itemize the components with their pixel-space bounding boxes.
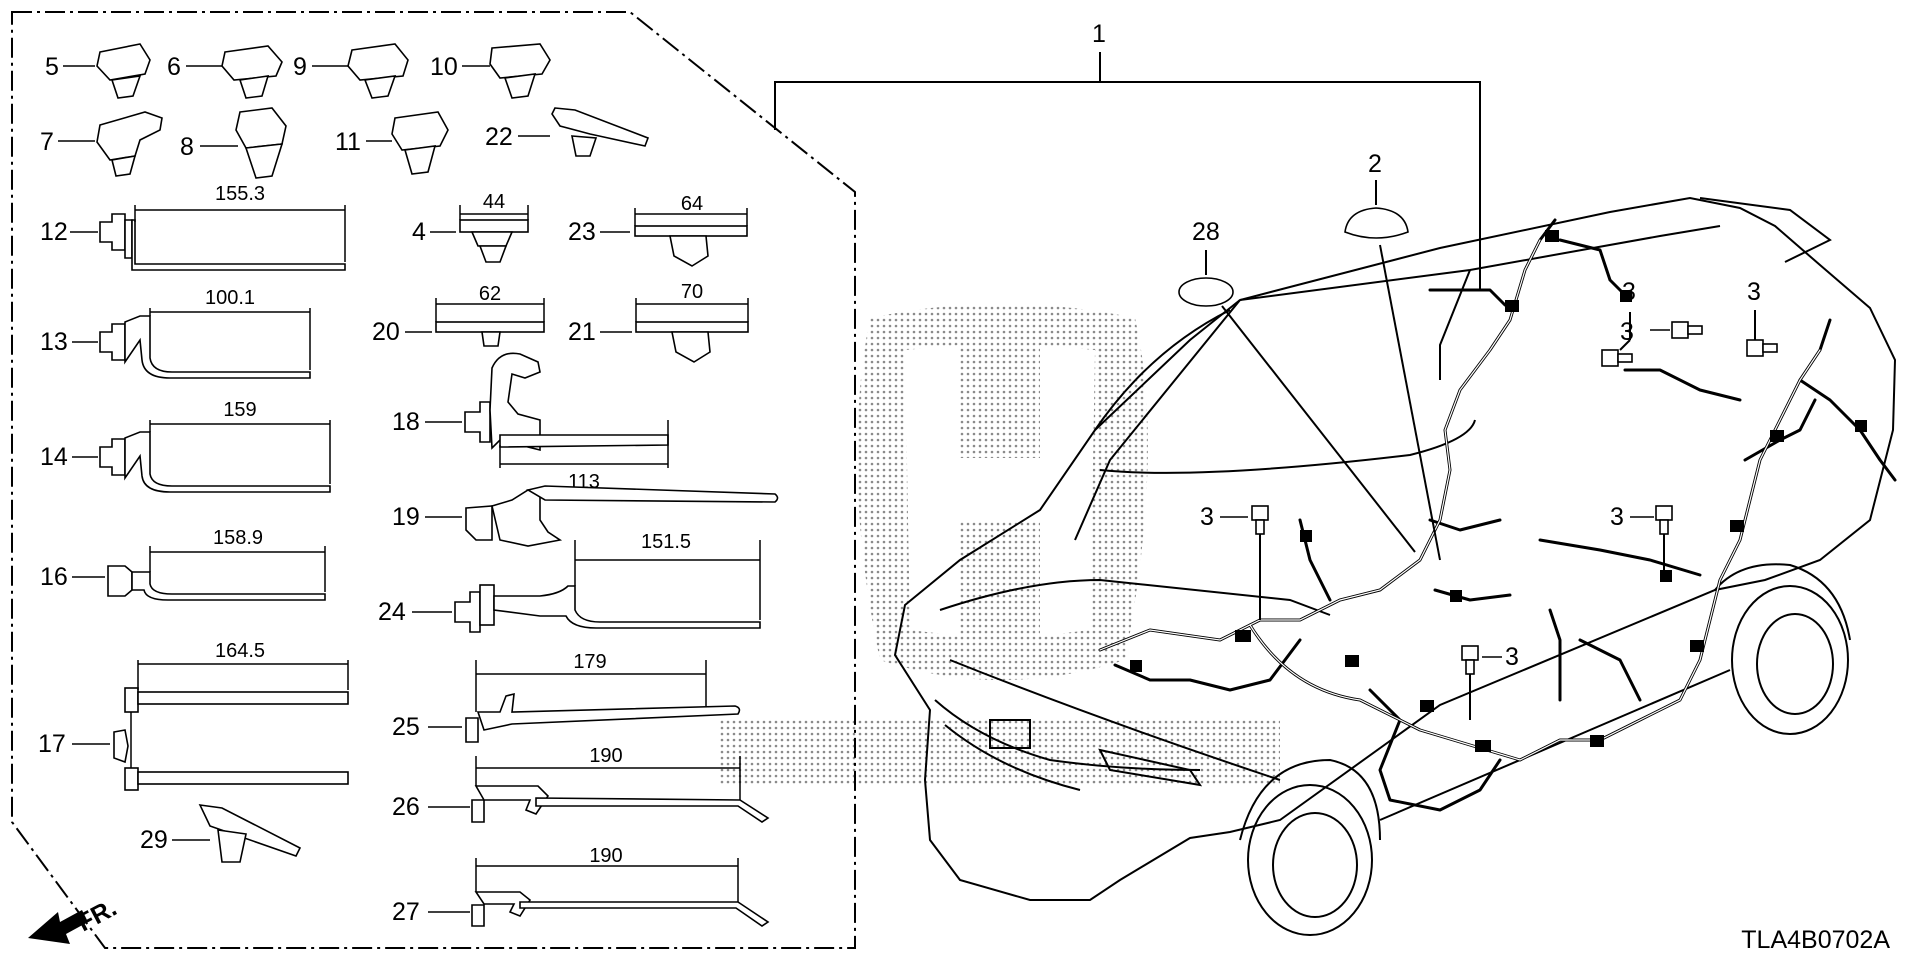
- bolt-icon: [1601, 349, 1633, 367]
- part-label-10: 10: [430, 53, 458, 81]
- clip-20: 20 62: [372, 283, 545, 347]
- part-label-8: 8: [180, 133, 194, 161]
- clip-7: [96, 111, 163, 177]
- part-label-6: 6: [167, 53, 181, 81]
- clip-4-dimension: 44: [483, 191, 505, 213]
- band-14-dimension: 159: [223, 399, 256, 421]
- clip-23-dimension: 64: [681, 193, 703, 215]
- bolt-label: 3: [1505, 643, 1519, 671]
- part-label-18: 18: [392, 408, 420, 436]
- front-direction-arrow: FR.: [28, 894, 121, 944]
- bolt-icon: [1746, 339, 1778, 357]
- clip-11: [391, 111, 449, 175]
- clip-22: [551, 107, 650, 157]
- grommet-2: 2: [1344, 150, 1441, 561]
- clip-21-dimension: 70: [681, 281, 703, 303]
- part-label-16: 16: [40, 563, 68, 591]
- clip-4: 4 44: [412, 191, 529, 263]
- part-label-27: 27: [392, 898, 420, 926]
- clip-row-2: 7 8 11 22: [40, 107, 650, 179]
- assembly-callout: 1: [774, 20, 1481, 290]
- clip-29: 29: [140, 804, 302, 863]
- part-label-29: 29: [140, 826, 168, 854]
- part-label-7: 7: [40, 128, 54, 156]
- bolt-icon: [1655, 505, 1673, 535]
- bolt-label: 3: [1747, 278, 1761, 306]
- band-18: 18 113: [392, 352, 669, 493]
- clip-6: [221, 45, 283, 99]
- clip-8: [235, 107, 287, 179]
- part-label-26: 26: [392, 793, 420, 821]
- grommet-label: 2: [1368, 150, 1382, 178]
- band-13-dimension: 100.1: [205, 287, 255, 309]
- diagram-code: TLA4B0702A: [1741, 926, 1890, 954]
- bolt-label: 3: [1622, 278, 1636, 306]
- band-12-dimension: 155.3: [215, 183, 265, 205]
- seal-label: 28: [1192, 218, 1220, 246]
- clip-10: [489, 43, 551, 99]
- band-12: 12 155.3: [40, 183, 346, 271]
- band-14: 14 159: [40, 399, 331, 493]
- part-label-13: 13: [40, 328, 68, 356]
- part-label-9: 9: [293, 53, 307, 81]
- assembly-label: 1: [1092, 20, 1106, 48]
- band-27-dimension: 190: [589, 845, 622, 867]
- band-24: 24 151.5: [378, 531, 761, 633]
- band-16: 16 158.9: [40, 527, 326, 601]
- part-label-5: 5: [45, 53, 59, 81]
- band-16-dimension: 158.9: [213, 527, 263, 549]
- bolt-icon: [1251, 505, 1269, 535]
- band-25: 25 179: [392, 651, 741, 743]
- kit-panel-border: [11, 11, 856, 949]
- bolt-label: 3: [1610, 503, 1624, 531]
- part-label-4: 4: [412, 218, 426, 246]
- clip-20-dimension: 62: [479, 283, 501, 305]
- vehicle-outline: [893, 196, 1897, 936]
- part-label-21: 21: [568, 318, 596, 346]
- band-27: 27 190: [392, 845, 770, 927]
- front-direction-label: FR.: [73, 894, 122, 938]
- part-label-14: 14: [40, 443, 68, 471]
- brand-watermark: [720, 304, 1280, 785]
- bolt-label: 3: [1200, 503, 1214, 531]
- part-label-22: 22: [485, 123, 513, 151]
- band-17: 17 164.5: [38, 640, 349, 791]
- bolt-label: 3: [1620, 318, 1634, 346]
- band-26-dimension: 190: [589, 745, 622, 767]
- clip-row-1: 5 6 9 10: [45, 43, 551, 99]
- wire-harness: [1098, 218, 1897, 812]
- band-24-dimension: 151.5: [641, 531, 691, 553]
- band-13: 13 100.1: [40, 287, 311, 379]
- part-label-17: 17: [38, 730, 66, 758]
- part-label-19: 19: [392, 503, 420, 531]
- seal-28: 28: [1178, 218, 1416, 553]
- part-label-24: 24: [378, 598, 406, 626]
- bolt-icon: [1461, 645, 1479, 675]
- cable-tie-19: 19: [392, 485, 779, 547]
- band-17-dimension: 164.5: [215, 640, 265, 662]
- clip-9: [347, 43, 409, 99]
- clip-5: [96, 43, 151, 99]
- part-label-12: 12: [40, 218, 68, 246]
- band-25-dimension: 179: [573, 651, 606, 673]
- part-label-23: 23: [568, 218, 596, 246]
- clip-23: 23 64: [568, 193, 748, 267]
- part-label-25: 25: [392, 713, 420, 741]
- bolt-icon: [1671, 321, 1703, 339]
- band-26: 26 190: [392, 745, 770, 823]
- part-label-11: 11: [335, 128, 361, 156]
- bolt-callouts: 3 3 3 3 3: [1200, 278, 1778, 720]
- clip-21: 21 70: [568, 281, 749, 363]
- part-label-20: 20: [372, 318, 400, 346]
